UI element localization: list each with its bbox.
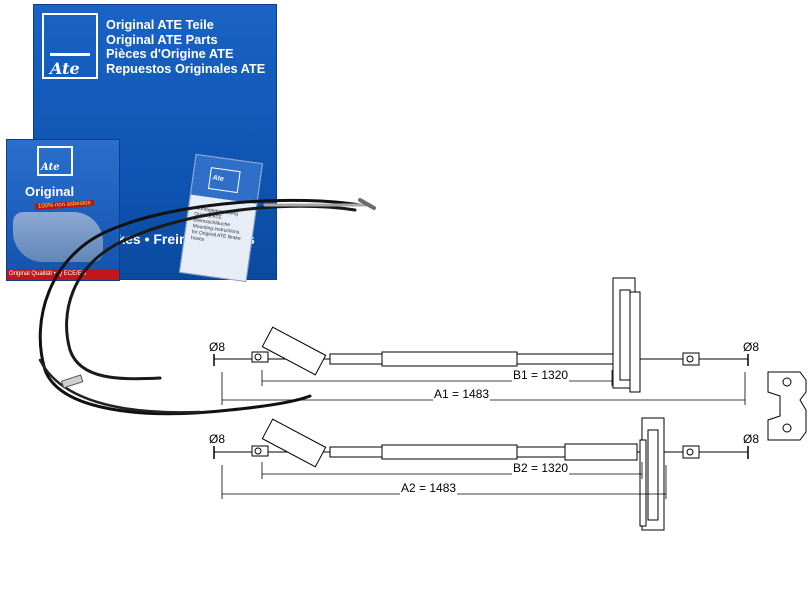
- pad-box-original-label: Original: [25, 184, 75, 199]
- cable-1-inner-length: B1 = 1320: [512, 368, 570, 382]
- pad-box-quality-strip: Original Qualität • Q ECE/EG: [7, 269, 119, 280]
- brake-pads-illustration: [13, 212, 103, 262]
- ate-logo-text: Ate: [50, 59, 80, 78]
- diameter-label-1-left: Ø8: [208, 340, 227, 354]
- clip-detail: [767, 371, 807, 441]
- cable-1-drawing: [213, 277, 749, 405]
- diameter-label-2-right: Ø8: [742, 432, 761, 446]
- cable-photo: [38, 198, 376, 416]
- logo-bar: [50, 53, 90, 56]
- pad-box-logo-text: Ate: [41, 162, 60, 173]
- cable-2-overall-length: A2 = 1483: [400, 481, 458, 495]
- box-line-fr: Pièces d'Origine ATE: [106, 46, 234, 61]
- cable-2-drawing: [213, 417, 749, 531]
- diameter-label-2-left: Ø8: [208, 432, 227, 446]
- brake-pad-box: Ate Original 100% non asbestos Original …: [6, 139, 120, 281]
- box-title-lines: Original ATE Teile Original ATE Parts Pi…: [106, 17, 266, 76]
- box-line-de: Original ATE Teile: [106, 17, 214, 32]
- cable-2-inner-length: B2 = 1320: [512, 461, 570, 475]
- pad-box-logo: Ate: [37, 146, 73, 176]
- diameter-label-1-right: Ø8: [742, 340, 761, 354]
- cable-1-overall-length: A1 = 1483: [433, 387, 491, 401]
- box-line-en: Original ATE Parts: [106, 31, 218, 47]
- ate-logo: Ate: [42, 13, 98, 79]
- box-line-es: Repuestos Originales ATE: [106, 60, 266, 76]
